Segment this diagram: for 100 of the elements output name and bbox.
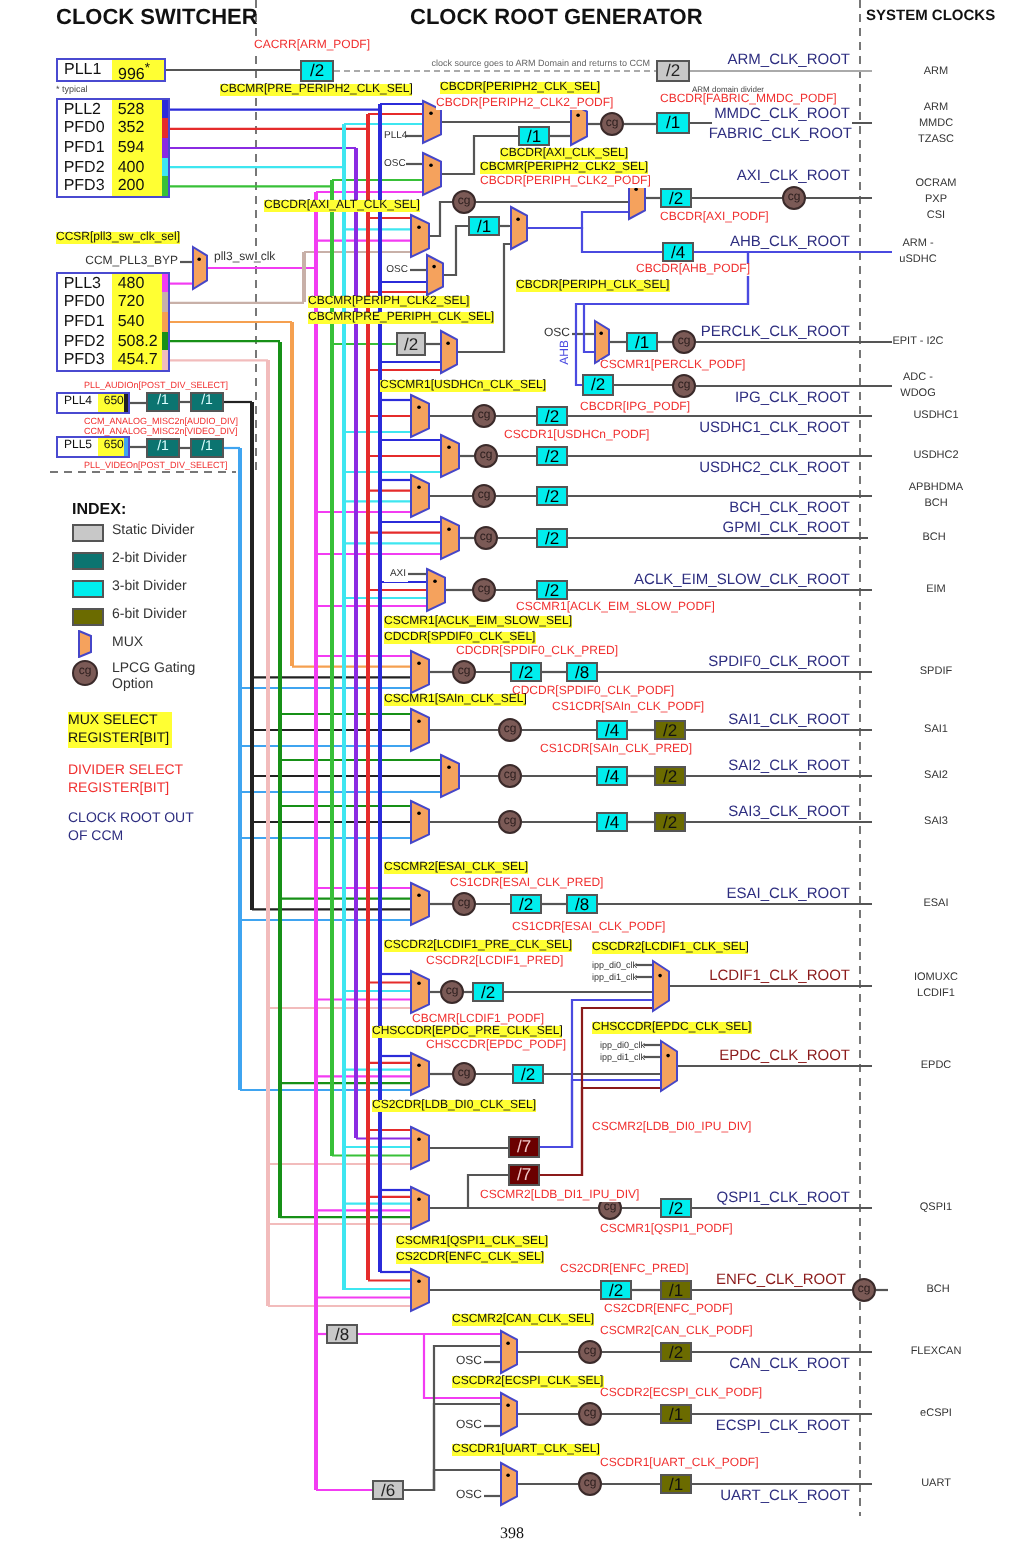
clock-line <box>678 1064 872 1068</box>
source-name: PFD3 <box>61 350 107 370</box>
bus-line <box>342 124 346 1289</box>
clock-line <box>574 250 750 387</box>
clock-line <box>252 908 410 911</box>
clock-line <box>180 400 190 404</box>
clock-line <box>380 478 410 482</box>
clock-line <box>522 820 596 824</box>
clock-line <box>476 670 510 674</box>
clock-line <box>268 1222 410 1226</box>
frequency-value: 594 <box>111 138 162 158</box>
clock-line <box>168 282 192 285</box>
bus-line <box>314 192 318 1490</box>
frequency-value: 200 <box>111 176 162 196</box>
clock-line <box>344 989 410 993</box>
clock-line <box>344 470 440 474</box>
clock-line <box>358 1332 500 1400</box>
clock-line <box>426 342 440 346</box>
clock-line <box>410 268 426 272</box>
clock-line <box>602 1350 660 1354</box>
clock-line <box>598 902 872 906</box>
clock-line <box>696 384 892 388</box>
clock-line <box>430 1288 600 1292</box>
clock-line <box>550 134 570 138</box>
clock-line <box>240 1088 410 1092</box>
clock-line <box>430 1146 508 1150</box>
clock-line <box>380 280 426 284</box>
clock-line <box>624 122 656 126</box>
clock-line <box>168 108 380 111</box>
clock-line <box>522 728 596 732</box>
clock-line <box>496 588 536 592</box>
clock-line <box>316 239 410 242</box>
source-name: PFD0 <box>61 292 107 312</box>
frequency-value: 540 <box>111 312 162 332</box>
clock-line <box>696 340 892 344</box>
clock-line <box>686 728 872 732</box>
clock-line <box>268 1162 410 1166</box>
clock-line <box>442 134 518 176</box>
clock-line <box>380 580 426 584</box>
clock-line <box>280 1082 410 1085</box>
clock-line <box>632 1288 660 1292</box>
clock-line <box>496 414 536 418</box>
clock-line <box>208 266 316 270</box>
clock-line <box>316 552 440 556</box>
frequency-value: 720 <box>111 292 162 312</box>
clock-line <box>430 820 498 824</box>
bus-line <box>378 104 382 1272</box>
clock-line <box>876 1288 888 1292</box>
clock-line <box>344 1202 410 1205</box>
clock-line <box>168 166 344 169</box>
clock-line <box>380 398 410 402</box>
clock-line <box>168 146 356 150</box>
clock-line <box>380 102 422 106</box>
clock-line <box>368 981 410 984</box>
clock-line <box>628 728 654 732</box>
clock-line <box>692 196 782 200</box>
clock-line <box>344 500 410 503</box>
clock-line <box>496 494 536 498</box>
clock-line <box>518 1482 578 1486</box>
clock-line <box>168 359 268 362</box>
clock-line <box>368 1061 410 1064</box>
clock-line <box>380 438 440 442</box>
clock-line <box>380 1054 410 1058</box>
clock-line <box>280 1216 410 1219</box>
source-name: PFD0 <box>61 118 107 138</box>
clock-line <box>430 728 498 732</box>
clock-line <box>252 774 440 778</box>
clock-line <box>344 228 410 231</box>
bus-line <box>278 341 282 1218</box>
clock-line <box>344 430 410 434</box>
clock-line <box>484 1360 500 1364</box>
clock-line <box>252 676 410 679</box>
clock-line <box>344 596 426 600</box>
frequency-value: 528 <box>111 99 162 119</box>
clock-line <box>544 1072 660 1076</box>
source-name: PFD2 <box>61 331 107 351</box>
clock-line <box>240 790 440 794</box>
clock-line <box>602 1412 660 1416</box>
clock-line <box>670 984 872 988</box>
clock-line <box>542 902 566 906</box>
clock-source-group <box>56 272 170 372</box>
source-name: PLL1 <box>62 60 104 80</box>
clock-line <box>622 1206 660 1210</box>
clock-line <box>528 226 662 254</box>
clock-line <box>404 1468 500 1492</box>
clock-line <box>168 301 304 304</box>
clock-line <box>658 340 672 344</box>
clock-line <box>240 744 410 748</box>
bus-line <box>330 180 334 1156</box>
clock-line <box>368 414 410 418</box>
clock-line <box>280 897 410 900</box>
clock-line <box>368 454 440 458</box>
clock-line <box>460 454 474 458</box>
clock-line <box>406 162 422 166</box>
clock-line <box>806 196 872 200</box>
clock-line <box>614 383 672 387</box>
clock-line <box>430 494 472 498</box>
clock-line <box>588 122 600 126</box>
clock-line <box>692 1206 872 1210</box>
dashed-line <box>334 69 656 73</box>
